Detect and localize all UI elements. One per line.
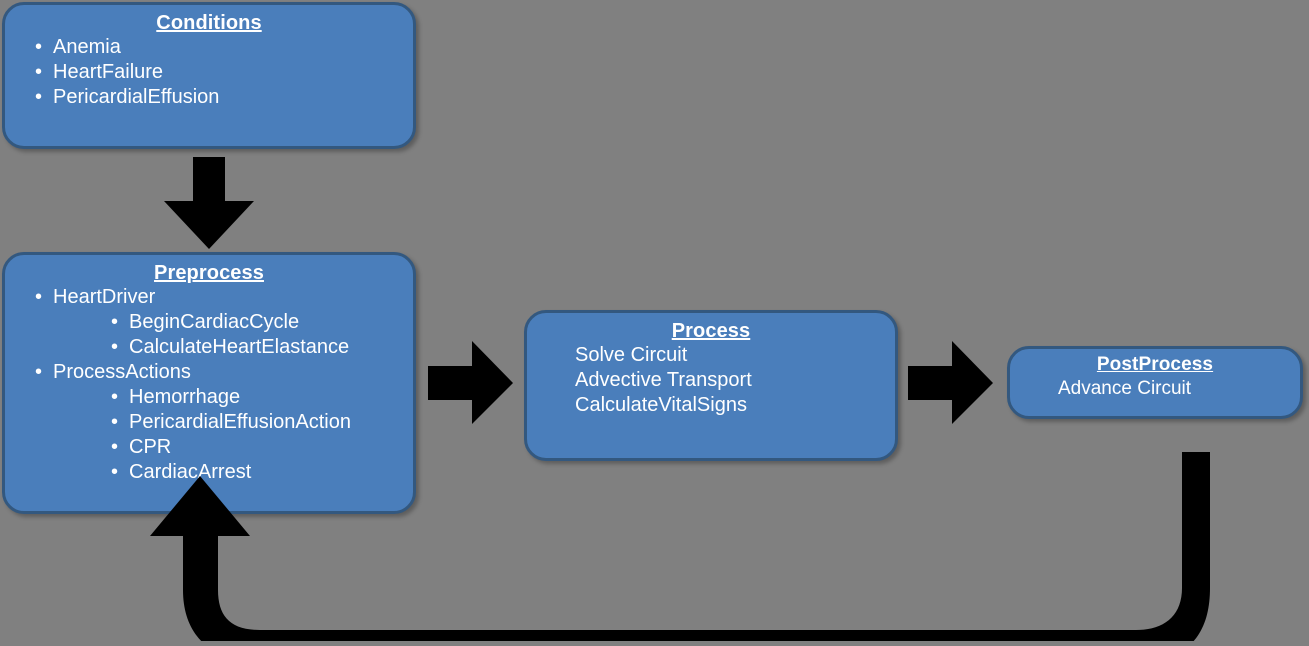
arrow-right-icon <box>428 341 514 425</box>
postprocess-bullet-list: Advance Circuit <box>1010 377 1300 401</box>
arrow-down-icon <box>162 157 256 251</box>
process-box-title: Process <box>671 320 751 342</box>
list-item: PericardialEffusionAction <box>5 410 413 435</box>
process-box[interactable]: Process Solve Circuit Advective Transpor… <box>524 310 898 461</box>
arrow-right-icon <box>908 341 994 425</box>
conditions-bullet-list: Anemia HeartFailure PericardialEffusion <box>5 35 413 110</box>
list-item: Solve Circuit <box>575 344 688 366</box>
list-item: PericardialEffusion <box>5 85 413 110</box>
list-item: CPR <box>5 435 413 460</box>
list-item: Advance Circuit <box>1058 378 1192 399</box>
list-item: CalculateVitalSigns <box>575 394 747 416</box>
preprocess-box-title: Preprocess <box>154 262 264 284</box>
list-item: HeartFailure <box>5 60 413 85</box>
list-item: CalculateHeartElastance <box>5 335 413 360</box>
postprocess-box-title: PostProcess <box>1096 354 1214 375</box>
list-item: ProcessActions <box>5 360 413 385</box>
postprocess-box[interactable]: PostProcess Advance Circuit <box>1007 346 1303 419</box>
list-item: CardiacArrest <box>5 460 413 485</box>
list-item: Anemia <box>5 35 413 60</box>
preprocess-bullet-list: HeartDriver BeginCardiacCycle CalculateH… <box>5 285 413 485</box>
conditions-box-title: Conditions <box>156 12 262 34</box>
list-item: HeartDriver <box>5 285 413 310</box>
feedback-loop-arrow-icon <box>150 440 1210 646</box>
list-item: Hemorrhage <box>5 385 413 410</box>
process-bullet-list: Solve Circuit Advective Transport Calcul… <box>527 343 895 418</box>
list-item: Advective Transport <box>575 369 752 391</box>
conditions-box[interactable]: Conditions Anemia HeartFailure Pericardi… <box>2 2 416 149</box>
preprocess-box[interactable]: Preprocess HeartDriver BeginCardiacCycle… <box>2 252 416 514</box>
list-item: BeginCardiacCycle <box>5 310 413 335</box>
